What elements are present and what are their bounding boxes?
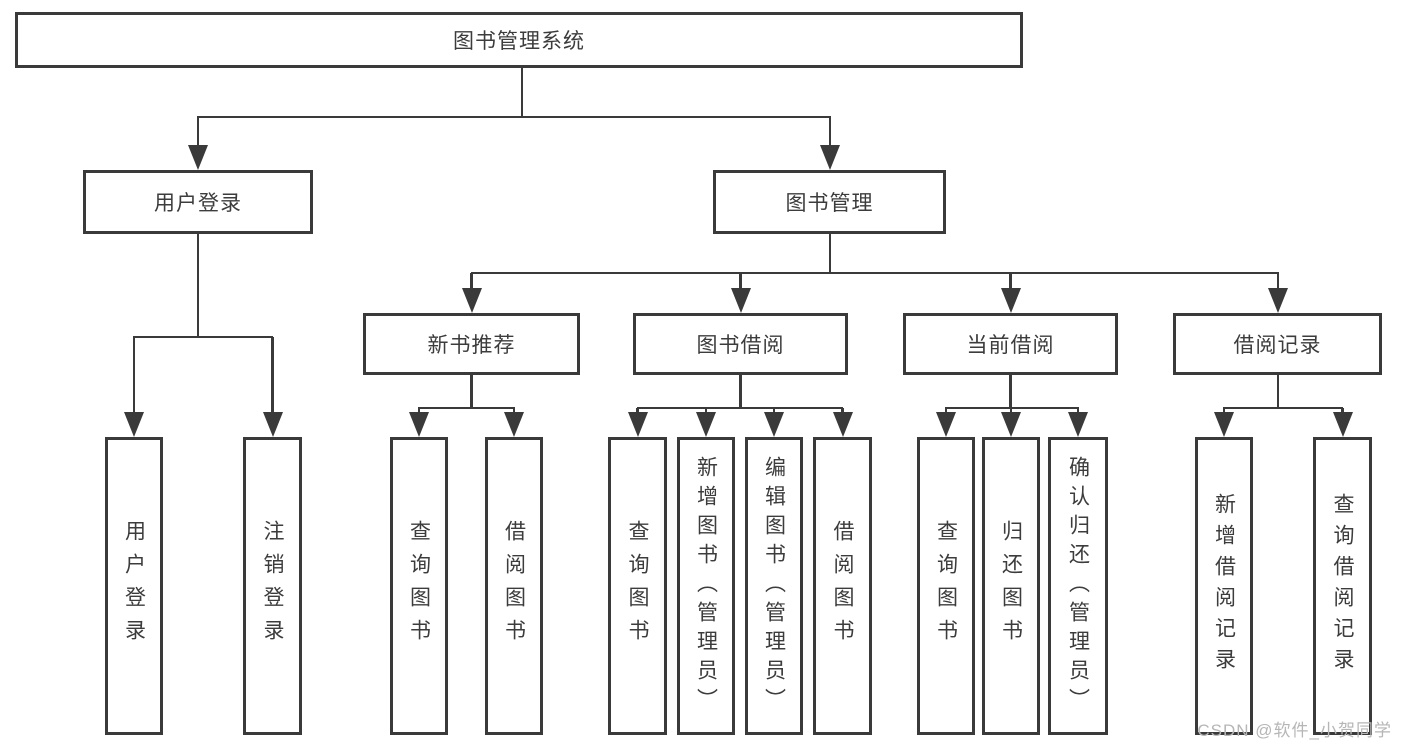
node-label: 图书管理 xyxy=(785,192,874,215)
leaf-user-login: 用户登录 xyxy=(105,437,163,735)
connector-vline xyxy=(1009,273,1012,290)
arrow-down-icon xyxy=(627,412,648,437)
arrow-down-icon xyxy=(262,412,283,437)
node-current-borrowing: 当前借阅 xyxy=(903,313,1118,375)
node-user-login: 用户登录 xyxy=(83,170,313,234)
node-new-book-recommendation: 新书推荐 xyxy=(363,313,580,375)
watermark: CSDN @软件_小贺同学 xyxy=(1197,721,1392,740)
node-label: 新增借阅记录 xyxy=(1212,493,1236,679)
connector-vline xyxy=(196,234,200,337)
leaf-borrow-books-recommend: 借阅图书 xyxy=(485,437,543,735)
connector-vline xyxy=(470,273,473,290)
connector-vline xyxy=(470,375,473,408)
node-label: 借阅记录 xyxy=(1233,334,1322,357)
node-label: 新书推荐 xyxy=(427,334,516,357)
arrow-down-icon xyxy=(409,412,429,437)
node-label: 新增图书（管理员） xyxy=(694,455,718,717)
connector-vline xyxy=(271,337,274,413)
connector-hline xyxy=(418,406,515,410)
leaf-borrow-books-borrowing: 借阅图书 xyxy=(813,437,872,735)
leaf-return-books: 归还图书 xyxy=(982,437,1040,735)
arrow-down-icon xyxy=(764,412,784,437)
connector-vline xyxy=(1276,375,1280,408)
leaf-edit-book-admin: 编辑图书（管理员） xyxy=(745,437,803,735)
leaf-query-books-borrowing: 查询图书 xyxy=(608,437,667,735)
connector-vline xyxy=(1276,273,1280,290)
arrow-down-icon xyxy=(936,412,956,437)
arrow-down-icon xyxy=(820,145,840,170)
arrow-down-icon xyxy=(1000,288,1021,313)
arrow-down-icon xyxy=(461,288,482,313)
node-label: 用户登录 xyxy=(154,192,242,215)
node-label: 当前借阅 xyxy=(966,334,1055,357)
node-label: 图书管理系统 xyxy=(453,30,585,53)
arrow-down-icon xyxy=(1268,288,1288,313)
connector-hline xyxy=(196,115,831,119)
leaf-query-borrow-record: 查询借阅记录 xyxy=(1313,437,1372,735)
node-borrowing-records: 借阅记录 xyxy=(1173,313,1382,375)
leaf-add-book-admin: 新增图书（管理员） xyxy=(677,437,735,735)
connector-hline xyxy=(637,406,843,410)
arrow-down-icon xyxy=(730,288,751,313)
leaf-confirm-return-admin: 确认归还（管理员） xyxy=(1048,437,1108,735)
node-label: 查询图书 xyxy=(407,520,431,652)
arrow-down-icon xyxy=(1068,412,1088,437)
node-label: 归还图书 xyxy=(999,520,1023,652)
connector-vline xyxy=(636,408,639,414)
connector-vline xyxy=(196,117,200,147)
node-label: 查询图书 xyxy=(934,520,958,652)
arrow-down-icon xyxy=(504,412,524,437)
connector-vline xyxy=(1009,375,1012,408)
node-label: 借阅图书 xyxy=(831,520,854,652)
arrow-down-icon xyxy=(1001,412,1021,437)
node-label: 查询借阅记录 xyxy=(1331,493,1354,679)
connector-vline xyxy=(772,408,776,414)
connector-hline xyxy=(471,271,1279,275)
node-label: 注销登录 xyxy=(261,520,284,652)
node-book-management: 图书管理 xyxy=(713,170,946,234)
node-label: 确认归还（管理员） xyxy=(1066,455,1090,717)
connector-vline xyxy=(1009,408,1013,414)
leaf-add-borrow-record: 新增借阅记录 xyxy=(1195,437,1253,735)
connector-vline xyxy=(132,337,136,413)
arrow-down-icon xyxy=(832,412,853,437)
connector-vline xyxy=(512,408,516,414)
connector-vline xyxy=(828,117,832,147)
leaf-query-books-current: 查询图书 xyxy=(917,437,975,735)
node-label: 借阅图书 xyxy=(502,520,526,652)
arrow-down-icon xyxy=(1332,412,1353,437)
connector-hline xyxy=(133,335,273,339)
connector-vline xyxy=(1341,408,1344,414)
connector-vline xyxy=(739,273,742,290)
node-label: 查询图书 xyxy=(626,520,649,652)
connector-vline xyxy=(944,408,948,414)
leaf-query-books-recommend: 查询图书 xyxy=(390,437,448,735)
connector-vline xyxy=(739,375,742,408)
connector-vline xyxy=(828,234,832,273)
arrow-down-icon xyxy=(1214,412,1234,437)
arrow-down-icon xyxy=(188,145,208,170)
connector-vline xyxy=(520,66,524,117)
node-label: 编辑图书（管理员） xyxy=(762,455,786,717)
leaf-logout-login: 注销登录 xyxy=(243,437,302,735)
connector-vline xyxy=(704,408,708,414)
connector-vline xyxy=(417,408,421,414)
node-book-borrowing: 图书借阅 xyxy=(633,313,848,375)
arrow-down-icon xyxy=(696,412,716,437)
connector-vline xyxy=(841,408,844,414)
connector-hline xyxy=(1223,406,1343,410)
connector-vline xyxy=(1076,408,1080,414)
node-label: 用户登录 xyxy=(122,520,146,652)
node-library-management-system: 图书管理系统 xyxy=(15,12,1023,68)
arrow-down-icon xyxy=(124,412,144,437)
connector-vline xyxy=(1222,408,1226,414)
node-label: 图书借阅 xyxy=(696,334,785,357)
